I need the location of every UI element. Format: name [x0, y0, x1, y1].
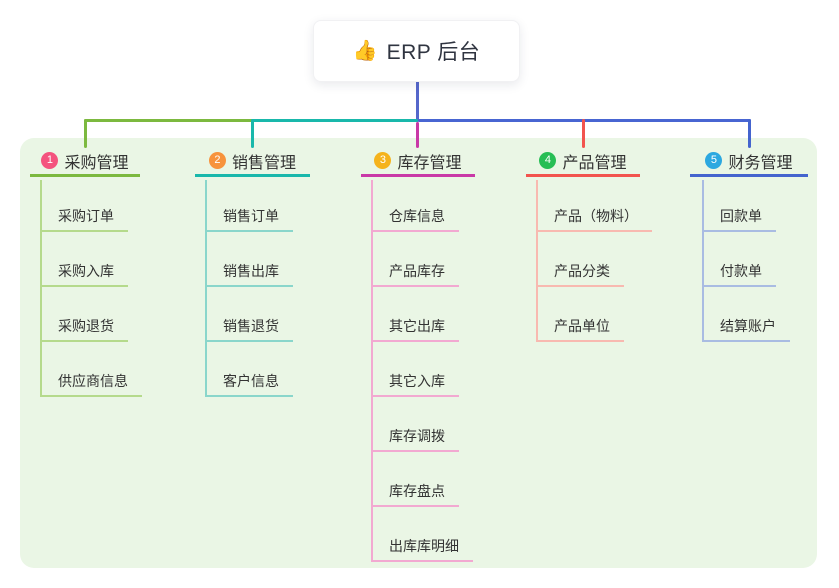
branch-label: 财务管理 — [728, 154, 793, 172]
branch-node-sales[interactable]: 2 销售管理 — [195, 147, 310, 177]
connector-root-stem — [416, 81, 419, 122]
branch-node-purchase[interactable]: 1 采购管理 — [30, 147, 140, 177]
branch-group-panel — [20, 138, 817, 568]
branch-spine-sales — [205, 180, 207, 397]
child-node-warehouse-info[interactable]: 仓库信息 — [371, 203, 459, 232]
child-node-payment-doc[interactable]: 付款单 — [702, 258, 776, 287]
branch-spine-purchase — [40, 180, 42, 397]
branch-label: 采购管理 — [64, 154, 129, 172]
branch-label: 销售管理 — [231, 154, 296, 172]
branch-node-product[interactable]: 4 产品管理 — [526, 147, 640, 177]
connector-drop-product — [582, 119, 585, 148]
child-node-receipt-doc[interactable]: 回款单 — [702, 203, 776, 232]
child-node-stock-check[interactable]: 库存盘点 — [371, 478, 459, 507]
child-node-purchase-order[interactable]: 采购订单 — [40, 203, 128, 232]
connector-horizontal-left-green — [84, 119, 253, 122]
child-node-stock-transfer[interactable]: 库存调拨 — [371, 423, 459, 452]
branch-number-badge: 3 — [374, 152, 392, 169]
child-node-purchase-inbound[interactable]: 采购入库 — [40, 258, 128, 287]
child-node-purchase-return[interactable]: 采购退货 — [40, 313, 128, 342]
branch-spine-inventory — [371, 180, 373, 562]
child-node-customer-info[interactable]: 客户信息 — [205, 368, 293, 397]
branch-node-inventory[interactable]: 3 库存管理 — [361, 147, 475, 177]
child-node-outbound-detail[interactable]: 出库库明细 — [371, 533, 473, 562]
branch-node-finance[interactable]: 5 财务管理 — [690, 147, 808, 177]
child-node-sales-order[interactable]: 销售订单 — [205, 203, 293, 232]
connector-drop-finance — [748, 119, 751, 148]
branch-number-badge: 2 — [208, 152, 226, 169]
connector-drop-inventory — [416, 122, 419, 148]
child-node-product-stock[interactable]: 产品库存 — [371, 258, 459, 287]
child-node-product-category[interactable]: 产品分类 — [536, 258, 624, 287]
branch-number-badge: 4 — [539, 152, 557, 169]
child-node-supplier-info[interactable]: 供应商信息 — [40, 368, 142, 397]
root-node[interactable]: 👍 ERP 后台 — [313, 20, 520, 82]
branch-spine-product — [536, 180, 538, 342]
connector-drop-sales — [251, 119, 254, 148]
child-node-other-outbound[interactable]: 其它出库 — [371, 313, 459, 342]
child-node-product-unit[interactable]: 产品单位 — [536, 313, 624, 342]
branch-label: 库存管理 — [397, 154, 462, 172]
connector-horizontal-left-teal — [251, 119, 418, 122]
branch-spine-finance — [702, 180, 704, 342]
branch-number-badge: 5 — [705, 152, 723, 169]
thumbs-up-icon: 👍 — [352, 40, 378, 62]
branch-number-badge: 1 — [41, 152, 59, 169]
child-node-sales-return[interactable]: 销售退货 — [205, 313, 293, 342]
child-node-sales-outbound[interactable]: 销售出库 — [205, 258, 293, 287]
connector-drop-purchase — [84, 119, 87, 148]
child-node-settlement-account[interactable]: 结算账户 — [702, 313, 790, 342]
root-node-title: ERP 后台 — [386, 41, 481, 64]
branch-label: 产品管理 — [562, 154, 627, 172]
child-node-product-material[interactable]: 产品（物料） — [536, 203, 652, 232]
child-node-other-inbound[interactable]: 其它入库 — [371, 368, 459, 397]
